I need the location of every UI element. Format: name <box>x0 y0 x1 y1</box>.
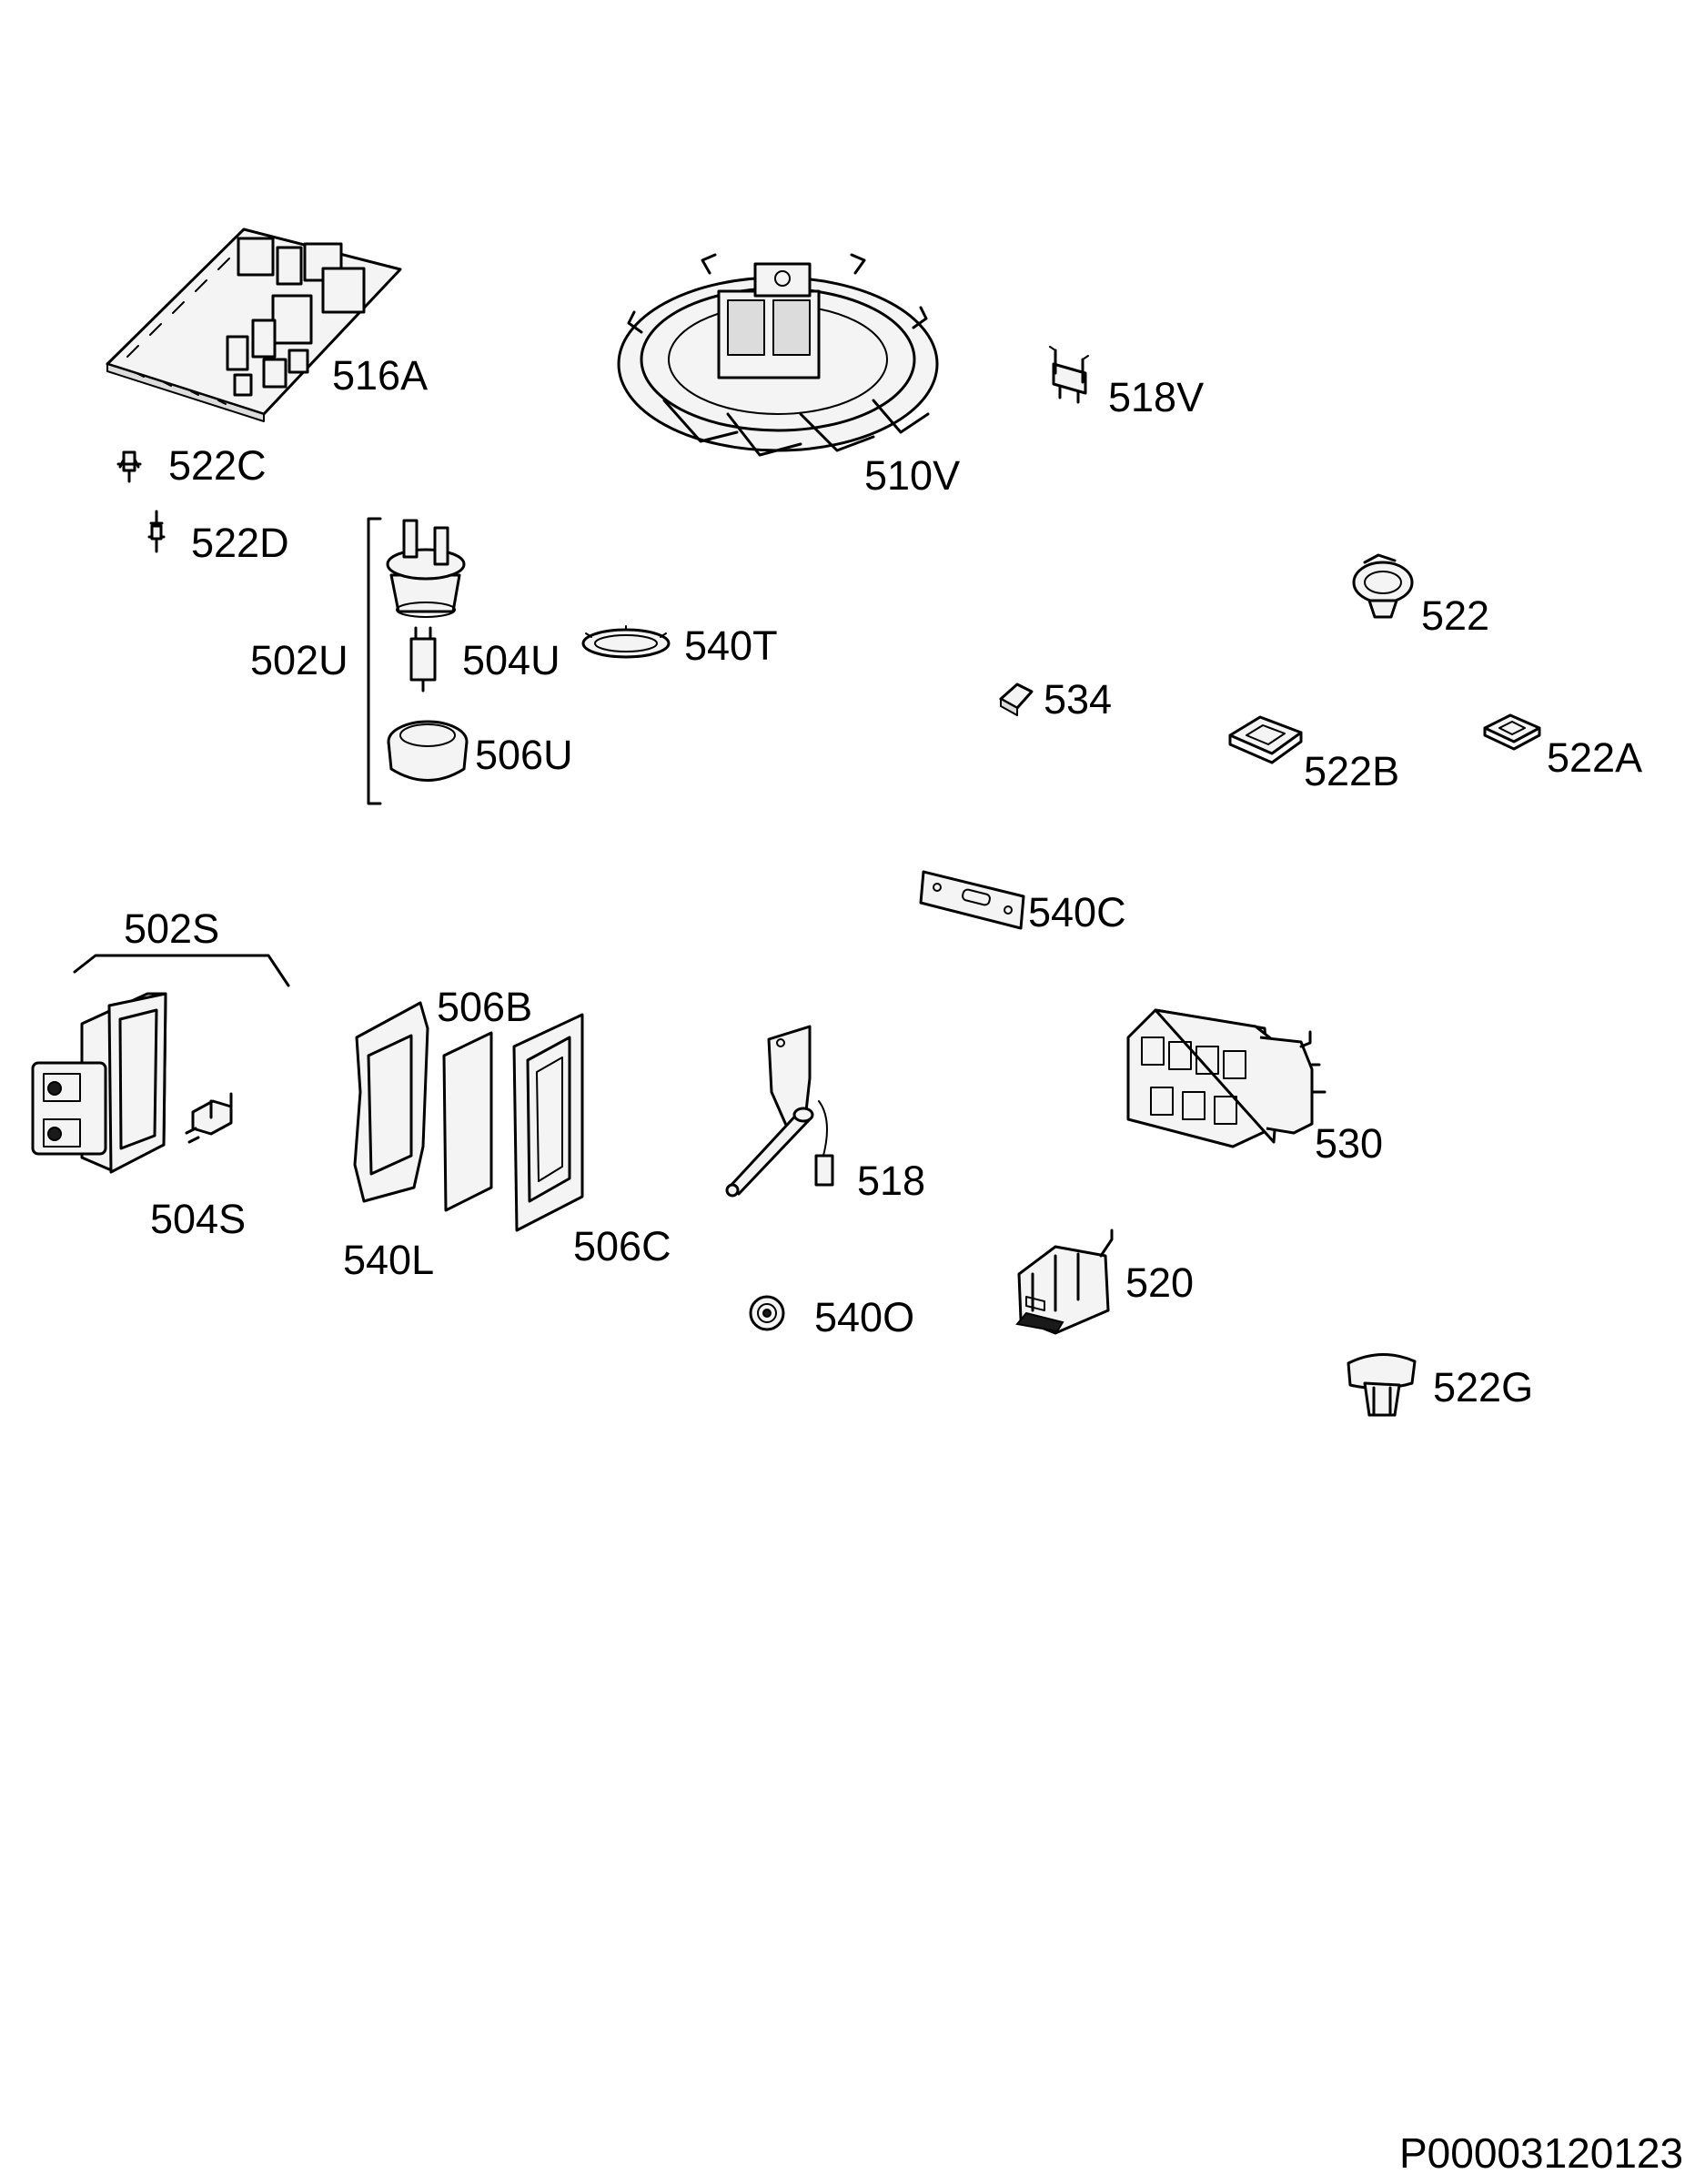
part-label-520: 520 <box>1125 1259 1194 1306</box>
part-label-506U: 506U <box>475 732 573 778</box>
clip-522b-drawing <box>1228 715 1303 764</box>
part-label-540O: 540O <box>814 1294 914 1340</box>
grommet-drawing <box>749 1295 785 1331</box>
temperature-probe-drawing <box>725 1025 834 1198</box>
part-label-522B: 522B <box>1304 748 1399 794</box>
block-534-drawing <box>999 682 1034 716</box>
part-label-502U: 502U <box>250 637 348 683</box>
fan-motor-drawing <box>617 253 939 457</box>
part-label-504S: 504S <box>150 1196 246 1242</box>
part-label-506C: 506C <box>573 1223 671 1269</box>
part-label-504U: 504U <box>462 637 560 683</box>
part-label-522G: 522G <box>1433 1364 1533 1410</box>
gasket-plate-drawing <box>919 870 1025 930</box>
pin-522d-drawing <box>147 510 166 553</box>
sensor-clip-drawing <box>1049 346 1089 404</box>
part-label-510V: 510V <box>864 452 960 499</box>
group-bracket-502U <box>367 517 382 805</box>
part-label-540C: 540C <box>1028 889 1126 935</box>
part-label-518V: 518V <box>1108 374 1204 420</box>
part-label-506B: 506B <box>437 984 532 1030</box>
part-label-522: 522 <box>1421 592 1489 639</box>
door-lock-drawing <box>1015 1228 1114 1335</box>
clamp-drawing <box>1352 553 1414 619</box>
gasket-ring-drawing <box>581 625 671 659</box>
part-label-516A: 516A <box>332 352 428 399</box>
switch-knob-drawing <box>185 1092 233 1144</box>
part-label-522D: 522D <box>191 520 289 566</box>
terminal-block-drawing <box>1126 1008 1327 1148</box>
pin-522c-drawing <box>116 450 142 483</box>
door-frame-drawing <box>512 1013 584 1232</box>
group-bracket-502S <box>73 954 290 987</box>
part-label-540L: 540L <box>343 1237 434 1283</box>
clip-522a-drawing <box>1483 713 1541 751</box>
knob-clip-drawing <box>1347 1352 1417 1417</box>
part-label-502S: 502S <box>124 905 219 952</box>
circuit-board-drawing <box>106 228 402 422</box>
glass-pane-drawing <box>442 1031 493 1212</box>
part-label-522C: 522C <box>168 442 267 489</box>
drawing-id: P00003120123 <box>1399 2129 1683 2177</box>
lamp-holder-drawing <box>386 519 466 618</box>
switch-housing-drawing <box>31 992 167 1174</box>
part-label-534: 534 <box>1044 676 1112 723</box>
part-label-540T: 540T <box>684 622 778 669</box>
lamp-bulb-drawing <box>409 626 437 693</box>
part-label-522A: 522A <box>1547 734 1642 781</box>
door-gasket-frame-drawing <box>353 1001 429 1203</box>
lamp-cover-drawing <box>387 720 469 782</box>
part-label-518: 518 <box>857 1158 925 1204</box>
part-label-530: 530 <box>1315 1120 1383 1167</box>
